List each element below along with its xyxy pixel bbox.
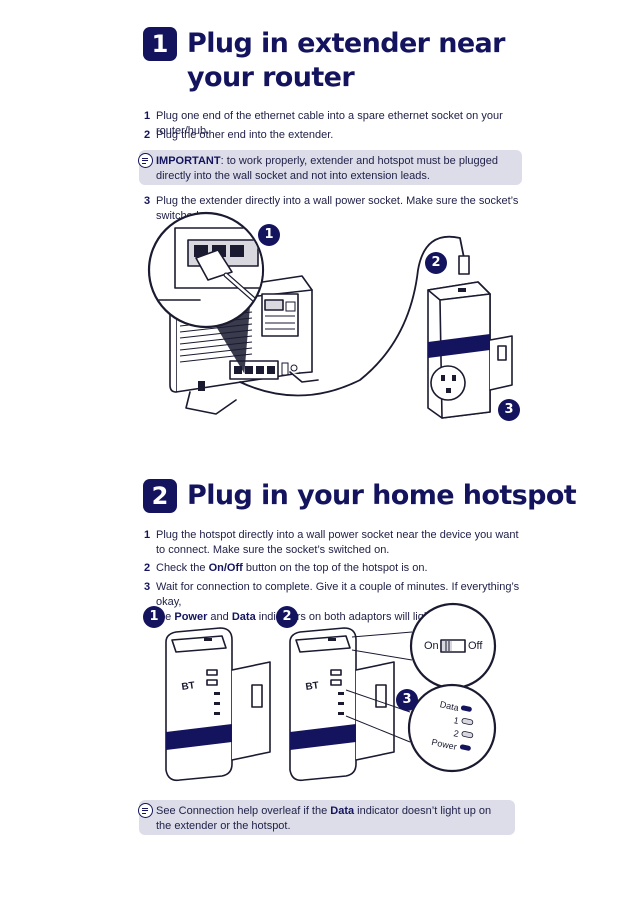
connection-help-note: See Connection help overleaf if the Data… <box>139 800 515 835</box>
section-2-number: 2 <box>143 479 177 513</box>
indicator-data-label: Data <box>439 699 460 713</box>
step-number: 3 <box>144 195 151 207</box>
indicator-2-label: 2 <box>453 728 460 739</box>
step-number: 2 <box>144 129 151 141</box>
svg-text:BT: BT <box>305 680 320 693</box>
section-2-title: Plug in your home hotspot <box>187 480 577 511</box>
hotspot-device-2: BT <box>289 627 413 782</box>
switch-zoom-circle <box>409 602 497 690</box>
step-number: 1 <box>144 110 151 122</box>
step-text: Plug one end of the ethernet cable into … <box>156 110 503 137</box>
note-icon <box>138 153 153 168</box>
section-1-number: 1 <box>143 27 177 61</box>
switch-on-label: On <box>424 640 439 652</box>
help-text: indicator doesn’t light up on the extend… <box>156 805 492 832</box>
step-text: indicators on both adaptors will light u… <box>255 611 452 623</box>
hotspot-device-1: BT <box>165 627 271 782</box>
section-1-callout-2: 2 <box>425 252 447 274</box>
section-1-title-line-2: your router <box>187 62 355 93</box>
section-1-title-line-1: Plug in extender near <box>187 28 505 59</box>
step-number: 1 <box>144 529 151 541</box>
section-1-step-1: 1 Plug one end of the ethernet cable int… <box>144 109 544 139</box>
help-text: See Connection help overleaf if the <box>156 805 331 817</box>
section-1-callout-3: 3 <box>498 399 520 421</box>
extender-illustration <box>427 281 513 419</box>
important-label: IMPORTANT <box>156 155 221 167</box>
section-2-callout-1: 1 <box>143 606 165 628</box>
step-text-line-1: Wait for connection to complete. Give it… <box>156 581 520 608</box>
indicators-zoom-circle: Data 1 2 Power <box>407 683 497 773</box>
step-number: 2 <box>144 562 151 574</box>
section-2-callout-2: 2 <box>276 606 298 628</box>
step-text: Check the <box>156 562 209 574</box>
step-text-line-2: to connect. Make sure the socket’s switc… <box>156 544 390 556</box>
step-text: button on the top of the hotspot is on. <box>242 562 428 574</box>
help-data-label: Data <box>330 805 355 817</box>
important-text: : to work properly, extender and hotspot… <box>156 155 498 182</box>
indicator-1-label: 1 <box>453 715 460 726</box>
section-1-callout-1: 1 <box>258 224 280 246</box>
switch-off-label: Off <box>468 640 483 652</box>
important-note: IMPORTANT: to work properly, extender an… <box>139 150 522 185</box>
step-text: Plug the other end into the extender. <box>156 129 334 141</box>
step-text: and <box>207 611 232 623</box>
power-label: Power <box>174 611 208 623</box>
section-2-step-1: 1 Plug the hotspot directly into a wall … <box>144 528 544 558</box>
step-number: 3 <box>144 581 151 593</box>
section-1-step-2: 2 Plug the other end into the extender. <box>144 128 544 143</box>
on-off-label: On/Off <box>208 562 243 574</box>
section-2-callout-3: 3 <box>396 689 418 711</box>
zoom-circle-ports <box>147 211 265 329</box>
step-text-line-1: Plug the hotspot directly into a wall po… <box>156 529 519 541</box>
data-label: Data <box>231 611 256 623</box>
svg-text:BT: BT <box>181 680 196 693</box>
section-2-step-2: 2 Check the On/Off button on the top of … <box>144 561 544 576</box>
note-icon <box>138 803 153 818</box>
